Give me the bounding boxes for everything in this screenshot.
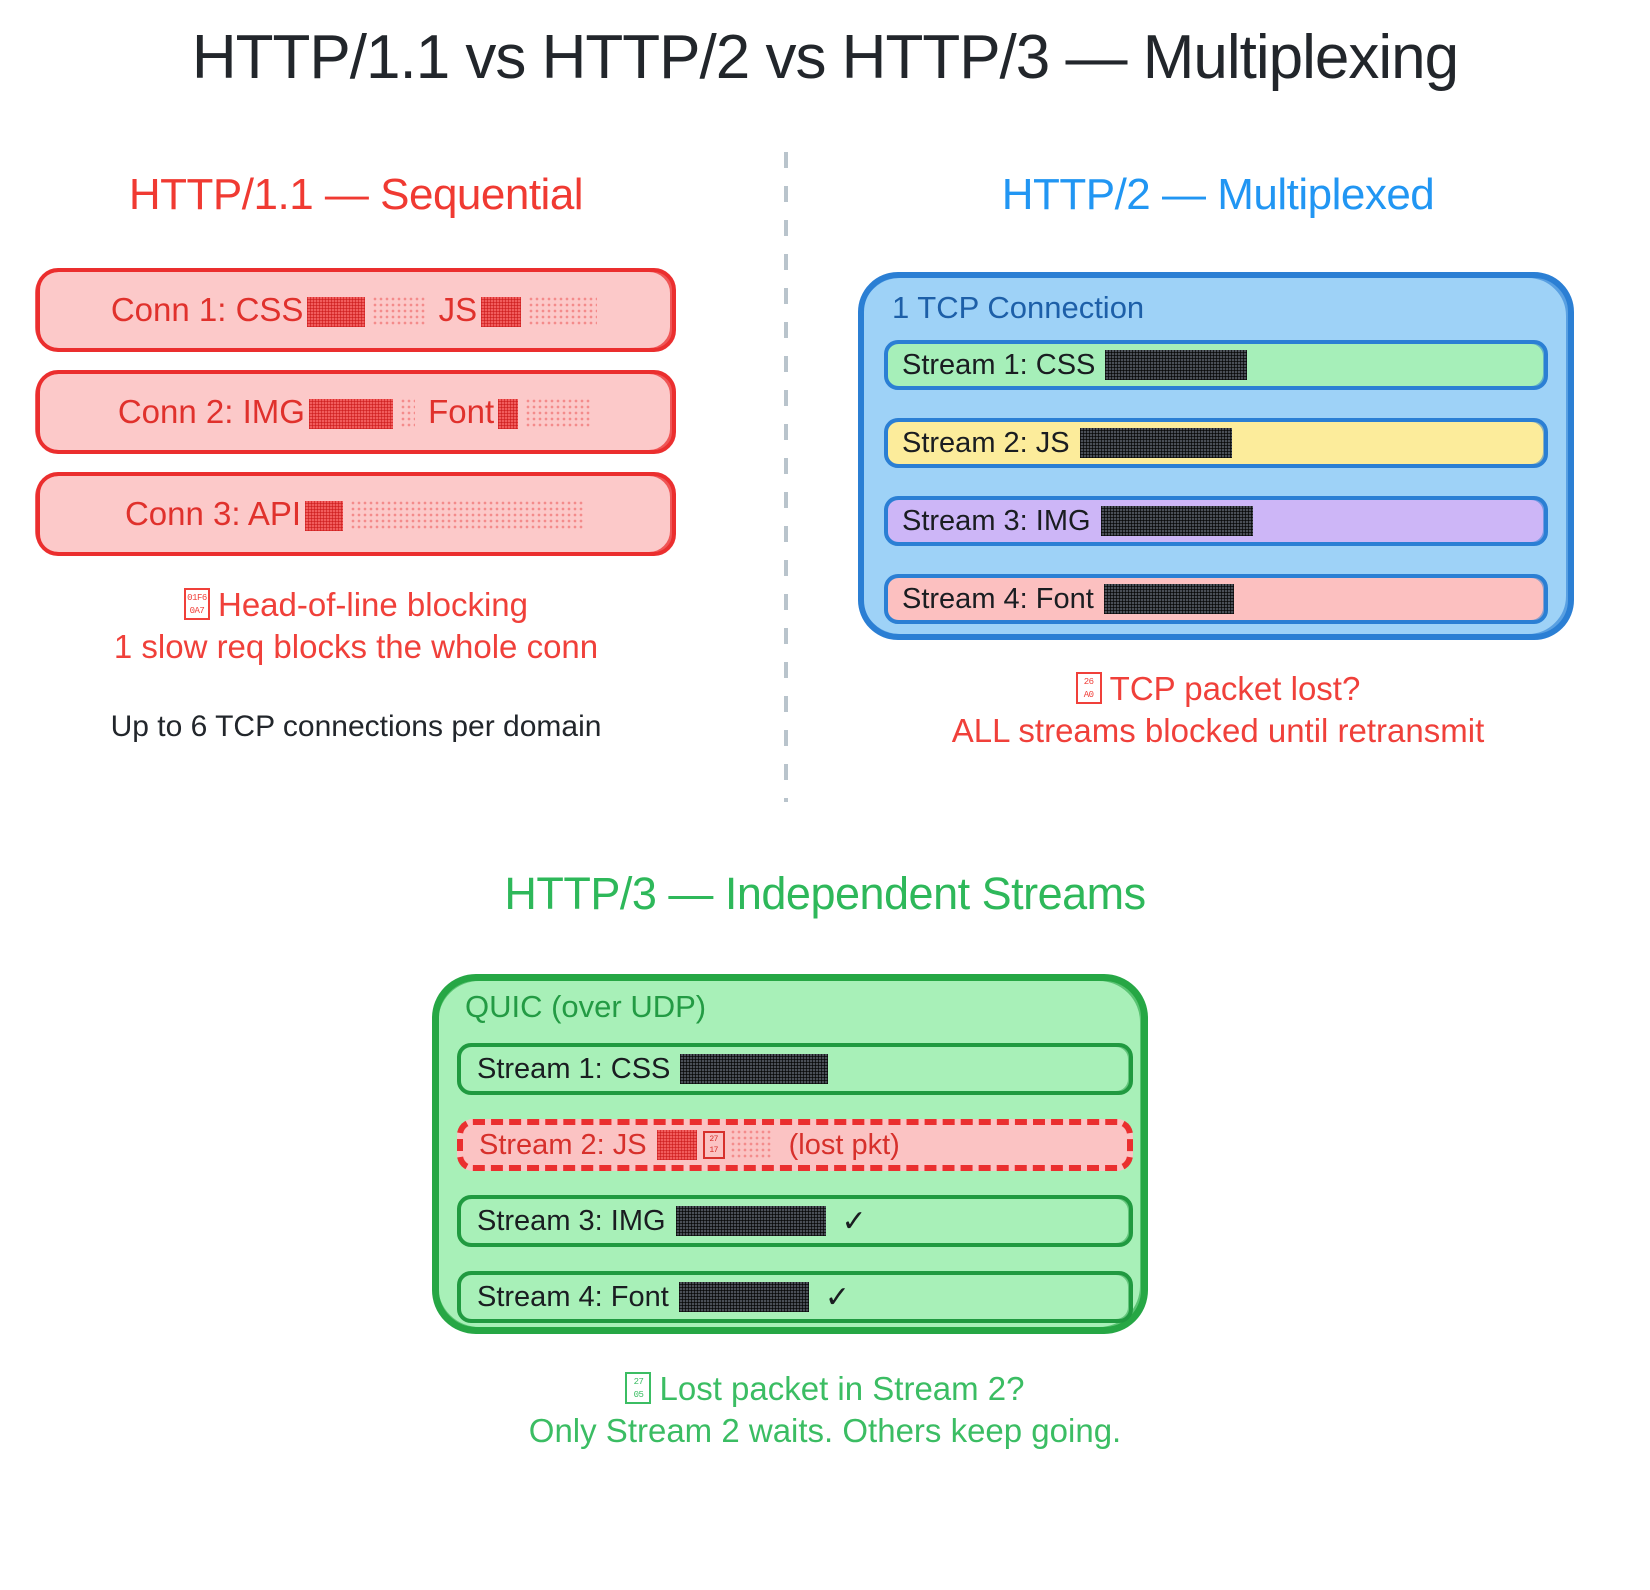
h3-stream-2-suffix: (lost pkt) xyxy=(788,1128,900,1161)
note-http11-footnote: Up to 6 TCP connections per domain xyxy=(110,710,602,743)
h2-stream-2-label: Stream 2: JS xyxy=(902,426,1070,459)
conn-1-css-done-bar xyxy=(307,297,366,328)
note-http2-line2: ALL streams blocked until retransmit xyxy=(951,712,1485,750)
h2-stream-4-label: Stream 4: Font xyxy=(902,582,1094,615)
quic-title: QUIC (over UDP) xyxy=(465,989,707,1024)
h2-stream-3-label: Stream 3: IMG xyxy=(902,504,1091,537)
conn-row-1-label2: JS xyxy=(438,291,478,328)
h2-stream-1-label: Stream 1: CSS xyxy=(902,348,1096,381)
h3-stream-2-label: Stream 2: JS xyxy=(479,1128,647,1161)
connection-row-2[interactable]: Conn 2: IMG Font xyxy=(35,370,676,454)
h3-stream-1-progress-bar xyxy=(680,1054,829,1084)
note-http3-line1: Lost packet in Stream 2? xyxy=(659,1370,1025,1407)
h3-stream-4[interactable]: Stream 4: Font ✓ xyxy=(457,1271,1133,1323)
conn-row-3-label: Conn 3: API xyxy=(124,495,302,532)
h3-stream-4-check-icon: ✓ xyxy=(824,1280,850,1314)
conn-row-1-label: Conn 1: CSS xyxy=(110,291,304,328)
connection-row-3[interactable]: Conn 3: API xyxy=(35,472,676,556)
h2-stream-2-progress-bar xyxy=(1079,428,1232,458)
h3-stream-3-progress-bar xyxy=(675,1206,826,1236)
h3-stream-4-progress-bar xyxy=(678,1282,809,1312)
conn-2-font-done-bar xyxy=(498,399,519,430)
tcp-connection-box: 1 TCP Connection Stream 1: CSS Stream 2:… xyxy=(858,272,1574,640)
conn-row-1-content: Conn 1: CSS JS xyxy=(111,291,601,329)
h2-stream-3[interactable]: Stream 3: IMG xyxy=(884,496,1548,546)
conn-row-2-content: Conn 2: IMG Font xyxy=(118,393,594,431)
h2-stream-4-progress-bar xyxy=(1103,584,1234,614)
conn-2-img-pending-bar xyxy=(400,399,415,430)
conn-3-api-done-bar xyxy=(305,501,344,532)
conn-row-3-content: Conn 3: API xyxy=(125,495,587,533)
conn-2-font-pending-bar xyxy=(526,399,591,430)
quic-box: QUIC (over UDP) Stream 1: CSS Stream 2: … xyxy=(432,974,1148,1334)
h2-stream-2[interactable]: Stream 2: JS xyxy=(884,418,1548,468)
tcp-connection-title: 1 TCP Connection xyxy=(892,290,1145,325)
conn-row-2-label: Conn 2: IMG xyxy=(117,393,305,430)
note-http3-line2: Only Stream 2 waits. Others keep going. xyxy=(528,1412,1122,1450)
vertical-divider xyxy=(784,152,788,802)
h3-stream-2-pending-bar xyxy=(730,1130,771,1160)
conn-1-css-pending-bar xyxy=(373,297,426,328)
h3-stream-3[interactable]: Stream 3: IMG ✓ xyxy=(457,1195,1133,1247)
h3-stream-3-check-icon: ✓ xyxy=(841,1204,867,1238)
h3-stream-3-label: Stream 3: IMG xyxy=(477,1204,666,1237)
heading-http11: HTTP/1.1 — Sequential xyxy=(128,170,584,219)
h3-stream-4-label: Stream 4: Font xyxy=(477,1280,669,1313)
h3-stream-2-done-bar xyxy=(656,1130,697,1160)
heading-http3: HTTP/3 — Independent Streams xyxy=(504,868,1146,919)
h2-stream-3-progress-bar xyxy=(1100,506,1253,536)
conn-1-js-pending-bar xyxy=(529,297,598,328)
h3-stream-1[interactable]: Stream 1: CSS xyxy=(457,1043,1133,1095)
conn-3-api-pending-bar xyxy=(351,501,584,532)
note-http11-line2: 1 slow req blocks the whole conn xyxy=(113,628,599,666)
h2-stream-1[interactable]: Stream 1: CSS xyxy=(884,340,1548,390)
heading-http2: HTTP/2 — Multiplexed xyxy=(1001,170,1435,219)
conn-1-js-done-bar xyxy=(481,297,522,328)
conn-row-2-label2: Font xyxy=(428,393,495,430)
h2-stream-1-progress-bar xyxy=(1105,350,1248,380)
note-http11-line1: Head-of-line blocking xyxy=(217,586,528,623)
note-http2-line1: TCP packet lost? xyxy=(1109,670,1361,707)
h2-stream-4[interactable]: Stream 4: Font xyxy=(884,574,1548,624)
page-title: HTTP/1.1 vs HTTP/2 vs HTTP/3 — Multiplex… xyxy=(191,23,1459,92)
conn-2-img-done-bar xyxy=(308,399,393,430)
h3-stream-1-label: Stream 1: CSS xyxy=(477,1052,671,1085)
connection-row-1[interactable]: Conn 1: CSS JS xyxy=(35,268,676,352)
